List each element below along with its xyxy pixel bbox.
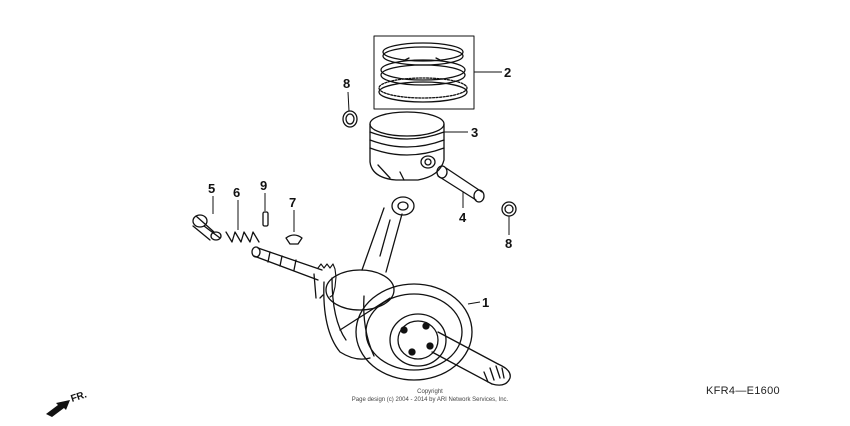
copyright-line-2: Page design (c) 2004 - 2014 by ARI Netwo… [351,397,509,403]
callout-8-upper[interactable]: 8 [343,76,350,91]
diagram-code: KFR4—E1600 [706,385,780,397]
woodruff-key-drawing[interactable] [285,234,303,245]
pin-drawing[interactable] [262,211,269,227]
callout-7[interactable]: 7 [289,195,296,210]
callout-1[interactable]: 1 [482,295,489,310]
callout-2[interactable]: 2 [504,65,511,80]
piston-pin-drawing[interactable] [436,165,485,203]
callout-8-lower[interactable]: 8 [505,236,512,251]
circlip-upper-drawing[interactable] [342,110,358,128]
copyright-notice: Copyright Page design (c) 2004 - 2014 by… [330,388,530,404]
tensioner-bolt-drawing[interactable] [192,214,222,241]
piston-rings-drawing[interactable] [373,35,475,110]
callout-5[interactable]: 5 [208,181,215,196]
direction-label: FR. [70,389,89,405]
callout-6[interactable]: 6 [233,185,240,200]
spring-drawing[interactable] [225,231,260,243]
crankshaft-drawing[interactable] [251,196,511,386]
circlip-lower-drawing[interactable] [501,201,517,217]
piston-drawing[interactable] [369,111,445,181]
callout-4[interactable]: 4 [459,210,467,225]
callout-3[interactable]: 3 [471,125,478,140]
callout-9[interactable]: 9 [260,178,267,193]
front-arrow-icon: FR. [46,389,89,417]
copyright-line-1: Copyright [417,389,443,395]
